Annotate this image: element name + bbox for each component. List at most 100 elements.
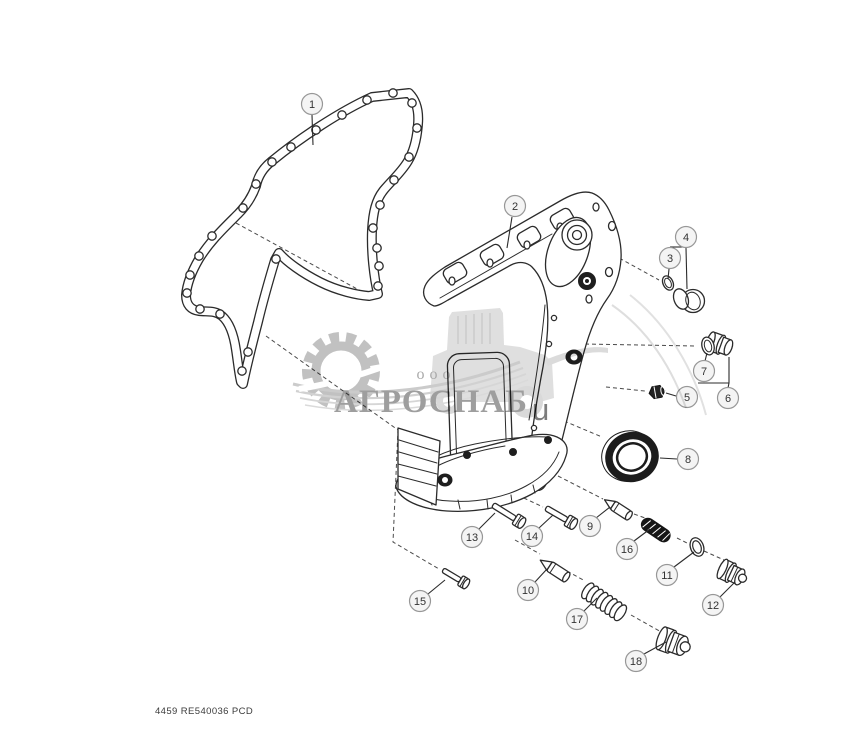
callout-8-number: 8 [685,454,691,466]
callout-5[interactable]: 5 [665,385,699,409]
bolt-14-drawing [544,505,579,531]
callout-12-balloon[interactable] [701,593,725,617]
callout-18-leader-line [643,641,667,655]
watermark: ооо АГРОСНАБ u [292,294,707,427]
callout-18-number: 18 [630,656,642,668]
bolt-13-drawing [491,502,527,529]
callout-1-number: 1 [309,99,315,111]
callout-6-leader-line [727,357,730,389]
callout-3-balloon[interactable] [658,246,682,270]
callout-5-balloon[interactable] [675,385,699,409]
callout-5-leader-line [665,392,677,397]
callout-17-balloon[interactable] [565,607,589,631]
callout-15-number: 15 [414,596,426,608]
watermark-org-form: ооо [417,366,456,383]
callout-17-number: 17 [571,614,583,626]
watermark-company-name: АГРОСНАБ [334,384,528,420]
plug-12-drawing [716,558,748,586]
ring-3-drawing [661,275,675,291]
callout-3-number: 3 [667,253,673,265]
callout-16[interactable]: 16 [615,528,651,561]
callout-17-leader-line [583,597,598,612]
callout-2-balloon[interactable] [503,194,527,218]
callout-14-number: 14 [526,531,538,543]
callout-9[interactable]: 9 [578,506,611,538]
callout-1-balloon[interactable] [300,92,324,116]
callout-14-leader-line [538,514,554,529]
callout-1[interactable]: 1 [300,92,324,146]
valve-9-drawing [603,499,633,521]
callout-17[interactable]: 17 [565,597,598,631]
callout-10[interactable]: 10 [516,568,548,602]
callout-12-leader-line [719,581,736,598]
watermark-suffix: u [532,392,549,427]
callout-18-balloon[interactable] [624,649,648,673]
timing-cover-drawing [422,191,622,492]
callout-11-balloon[interactable] [655,563,679,587]
callout-4-balloon[interactable] [674,225,698,249]
callout-16-number: 16 [621,544,633,556]
callout-5-number: 5 [684,392,690,404]
callout-15-balloon[interactable] [408,589,432,613]
callout-12-number: 12 [707,600,719,612]
valve-10-drawing [539,559,571,583]
callout-6[interactable]: 6 [716,357,740,410]
callout-3-leader-line [667,268,670,280]
callout-8[interactable]: 8 [659,447,700,471]
callout-10-number: 10 [522,585,534,597]
callout-2-number: 2 [512,201,518,213]
callout-15[interactable]: 15 [408,579,446,613]
callout-18[interactable]: 18 [624,641,667,673]
callout-13-balloon[interactable] [460,525,484,549]
callout-4-leader-line [685,247,688,290]
callout-6-number: 6 [725,393,731,405]
callout-16-leader-line [633,528,651,542]
cover-arm-lugs [442,207,575,286]
callout-11[interactable]: 11 [655,551,695,587]
callout-15-leader-line [427,579,446,595]
oil-seal-drawing [601,430,659,483]
callout-4-number: 4 [683,232,689,244]
drawing-reference-number: 4459 RE540036 PCD [155,706,254,717]
callout-7-number: 7 [701,366,707,378]
watermark-swoosh [292,359,529,412]
callout-8-leader-line [659,457,678,460]
nut-5-drawing [648,384,666,400]
callout-7[interactable]: 7 [692,352,716,383]
callout-12[interactable]: 12 [701,581,736,617]
callout-2-leader-line [506,216,513,249]
spring-17-drawing [581,582,628,622]
callout-14-balloon[interactable] [520,524,544,548]
callout-9-balloon[interactable] [578,514,602,538]
plug-4-drawing [672,288,706,314]
callout-11-number: 11 [661,570,672,582]
callout-14[interactable]: 14 [520,514,554,548]
callout-9-leader-line [595,506,611,519]
spring-16-drawing [640,517,671,543]
bolt-15-drawing [441,567,471,590]
callout-1-leader-line [311,114,314,146]
gasket-bolt-holes [182,88,422,376]
ring-11-drawing [689,537,705,557]
callout-4[interactable]: 4 [674,225,698,290]
callout-7-leader-line [704,352,708,362]
housing-drawing [395,427,568,512]
watermark-tractor-logo [430,294,707,418]
callout-13[interactable]: 13 [460,512,496,549]
callout-7-balloon[interactable] [692,359,716,383]
callout-11-leader-line [673,551,695,568]
callout-13-number: 13 [466,532,478,544]
callout-13-leader-line [478,512,496,530]
callout-9-number: 9 [587,521,593,533]
callout-8-balloon[interactable] [676,447,700,471]
callout-2[interactable]: 2 [503,194,527,249]
plug-18-drawing [655,626,691,657]
callout-10-balloon[interactable] [516,578,540,602]
callout-3[interactable]: 3 [658,246,682,280]
callout-6-balloon[interactable] [716,386,740,410]
gasket-drawing [181,88,424,389]
callout-16-balloon[interactable] [615,537,639,561]
